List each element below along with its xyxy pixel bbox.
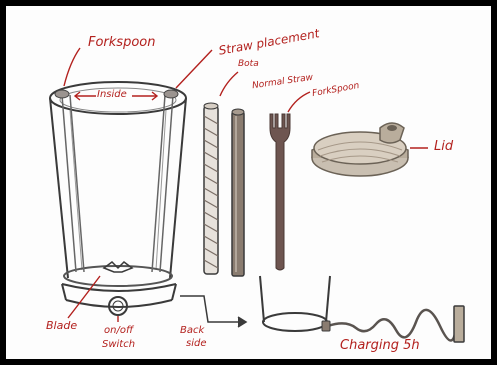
label-back: Back	[180, 326, 204, 336]
back-side-arrow	[180, 296, 246, 327]
label-side: side	[186, 339, 207, 349]
label-switch: Switch	[102, 340, 135, 350]
cable-plug-shape	[322, 321, 330, 331]
label-bota: Bota	[238, 60, 259, 69]
normal-straw	[232, 109, 244, 276]
usb-plug-shape	[454, 306, 464, 342]
lid	[312, 123, 408, 176]
label-charging: Charging 5h	[340, 339, 420, 352]
label-lid: Lid	[434, 140, 453, 153]
cup-straw-tubes	[62, 95, 173, 272]
label-blade: Blade	[46, 320, 77, 331]
label-inside: Inside	[97, 90, 127, 100]
charging-cable	[328, 310, 456, 341]
cup-straw-cap-left	[55, 90, 69, 98]
charging-base	[260, 276, 330, 331]
cup-straw-cap-right	[164, 90, 178, 98]
label-forkspoon-top: Forkspoon	[88, 36, 155, 49]
forkspoon	[270, 114, 290, 270]
label-onoff: on/off	[104, 326, 133, 336]
bota-straw	[204, 103, 218, 274]
